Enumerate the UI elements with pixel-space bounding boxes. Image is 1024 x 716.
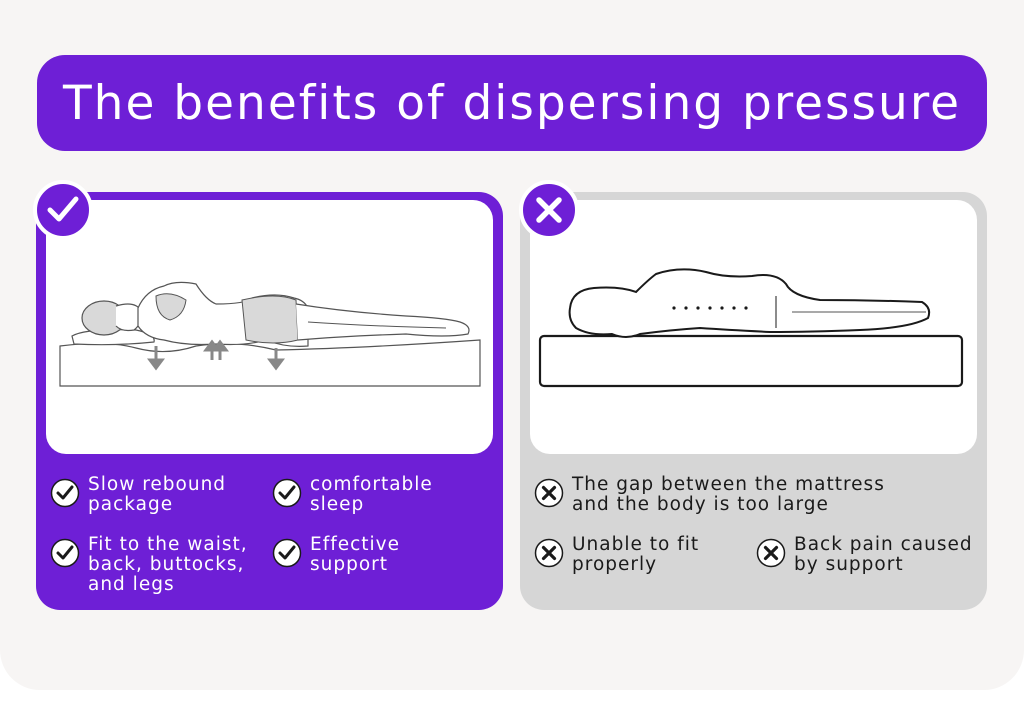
title-banner: The benefits of dispersing pressure bbox=[37, 55, 987, 151]
feature-label: Effective support bbox=[310, 534, 400, 575]
bad-badge bbox=[519, 180, 579, 240]
good-illustration bbox=[46, 200, 493, 454]
x-circle-icon bbox=[534, 478, 564, 508]
page-title: The benefits of dispersing pressure bbox=[62, 75, 962, 131]
good-badge bbox=[33, 180, 93, 240]
feature-slow-rebound: Slow rebound package bbox=[50, 475, 226, 515]
check-circle-icon bbox=[50, 478, 80, 508]
feature-label: Fit to the waist, back, buttocks, and le… bbox=[88, 534, 248, 595]
bad-illustration bbox=[530, 200, 977, 454]
feature-back-pain: Back pain caused by support bbox=[756, 535, 973, 575]
feature-unable-to-fit: Unable to fit properly bbox=[534, 535, 699, 575]
good-panel: Slow rebound package comfortable sleep F… bbox=[36, 192, 503, 610]
feature-label: Unable to fit properly bbox=[572, 534, 700, 575]
check-circle-icon bbox=[272, 538, 302, 568]
feature-effective-support: Effective support bbox=[272, 535, 400, 575]
side-sleeper-on-memory-foam-illustration bbox=[59, 281, 481, 387]
x-circle-icon bbox=[534, 538, 564, 568]
feature-label: The gap between the mattress and the bod… bbox=[572, 474, 885, 515]
feature-label: comfortable sleep bbox=[310, 474, 433, 515]
feature-comfortable-sleep: comfortable sleep bbox=[272, 475, 433, 515]
bad-panel: The gap between the mattress and the bod… bbox=[520, 192, 987, 610]
feature-fit-body: Fit to the waist, back, buttocks, and le… bbox=[50, 535, 248, 595]
check-circle-icon bbox=[272, 478, 302, 508]
feature-label: Slow rebound package bbox=[88, 474, 227, 515]
checkmark-icon bbox=[47, 196, 79, 222]
feature-gap-too-large: The gap between the mattress and the bod… bbox=[534, 475, 885, 515]
x-circle-icon bbox=[756, 538, 786, 568]
feature-label: Back pain caused by support bbox=[794, 534, 973, 575]
cross-icon bbox=[536, 197, 562, 223]
check-circle-icon bbox=[50, 538, 80, 568]
body-on-firm-mattress-illustration bbox=[538, 268, 964, 388]
